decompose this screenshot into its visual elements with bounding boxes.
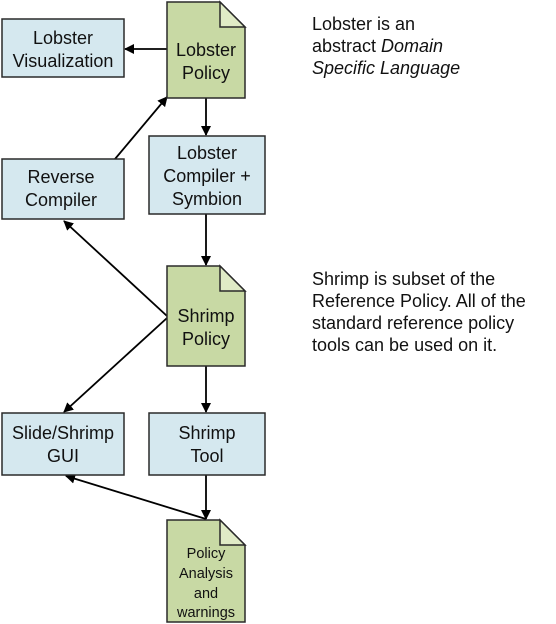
shrimp-policy-document: Shrimp Policy (166, 264, 247, 367)
node-label-line: Policy (187, 546, 226, 562)
edges (63, 44, 211, 520)
node-label-line: Symbion (172, 189, 242, 209)
shrimp-note-line: Reference Policy. All of the (312, 291, 526, 311)
reverse-compiler-box: Reverse Compiler (1, 158, 125, 220)
lobster-note-italic: Domain (381, 36, 444, 56)
node-label-line: Compiler + (163, 166, 251, 186)
shrimp-tool-box: Shrimp Tool (148, 412, 266, 476)
lobster-note-plain: abstract (312, 36, 382, 56)
node-label-line: and (194, 586, 218, 602)
node-label-line: Reverse (27, 167, 94, 187)
shrimp-note: Shrimp is subset of the Reference Policy… (312, 268, 526, 356)
slide-shrimp-gui-box: Slide/Shrimp GUI (1, 412, 125, 476)
node-label-line: Lobster (33, 28, 93, 48)
node-label-line: Lobster (176, 40, 236, 60)
shrimp-note-line: tools can be used on it. (312, 335, 498, 355)
shrimp-note-line: standard reference policy (312, 313, 515, 333)
lobster-note-line: Specific Language (312, 58, 461, 78)
node-label-line: Compiler (25, 190, 97, 210)
node-label-line: Shrimp (177, 306, 234, 326)
node-label-line: Policy (182, 329, 230, 349)
node-label-line: GUI (47, 446, 79, 466)
edge-shrimp-policy-to-reverse-compiler (63, 220, 168, 317)
policy-analysis-document: Policy Analysis and warnings (166, 518, 247, 623)
edge-reverse-compiler-to-lobster-policy (114, 96, 168, 160)
node-label-line: Shrimp (178, 423, 235, 443)
lobster-note-line: abstract Domain (312, 35, 460, 57)
node-label-line: Policy (182, 63, 230, 83)
lobster-note: Lobster is an abstract Domain Specific L… (312, 13, 460, 79)
node-label-line: Tool (190, 446, 223, 466)
node-label-line: Visualization (13, 51, 114, 71)
lobster-compiler-box: Lobster Compiler + Symbion (148, 135, 266, 215)
node-label-line: Slide/Shrimp (12, 423, 114, 443)
edge-policy-analysis-to-gui (65, 473, 207, 520)
node-label-line: warnings (176, 605, 235, 621)
shrimp-note-line: Shrimp is subset of the (312, 269, 496, 289)
lobster-visualization-box: Lobster Visualization (1, 18, 125, 78)
node-label-line: Lobster (177, 143, 237, 163)
node-label-line: Analysis (179, 566, 233, 582)
lobster-policy-document: Lobster Policy (166, 0, 247, 99)
edge-shrimp-policy-to-gui (63, 317, 168, 413)
lobster-note-line: Lobster is an (312, 14, 416, 34)
